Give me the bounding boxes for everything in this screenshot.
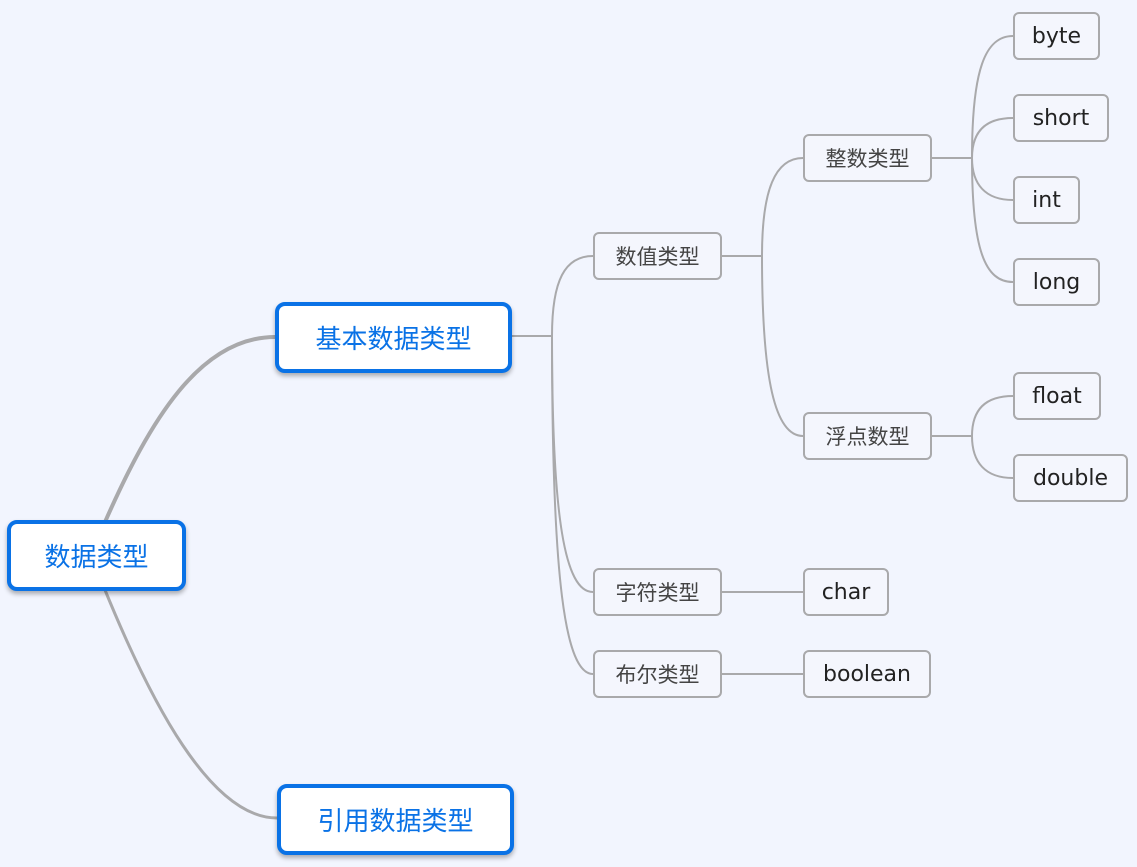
link-integer-byte (971, 35, 1014, 159)
int-node[interactable]: int (1013, 176, 1080, 224)
link-root-reference (103, 589, 278, 820)
character-types-label: 字符类型 (615, 581, 700, 605)
short-label: short (1032, 105, 1090, 131)
short-node[interactable]: short (1013, 94, 1109, 142)
link-floating-double (971, 435, 1014, 479)
char-node[interactable]: char (803, 568, 889, 616)
numeric-types-node[interactable]: 数值类型 (593, 232, 722, 280)
basic-types-label: 基本数据类型 (315, 325, 472, 355)
link-integer-long (971, 157, 1014, 283)
link-integer-short (971, 117, 1014, 159)
byte-node[interactable]: byte (1013, 12, 1100, 60)
link-numeric-floating (761, 255, 804, 437)
boolean-types-label: 布尔类型 (615, 663, 700, 687)
double-label: double (1033, 465, 1108, 491)
floating-types-label: 浮点数型 (825, 425, 910, 449)
link-floating-float (971, 395, 1014, 437)
float-node[interactable]: float (1013, 372, 1101, 420)
integer-types-label: 整数类型 (825, 147, 910, 171)
basic-types-node[interactable]: 基本数据类型 (275, 302, 512, 373)
long-label: long (1032, 269, 1081, 295)
link-basic-boolean (551, 335, 594, 675)
float-label: float (1032, 383, 1082, 409)
int-label: int (1032, 187, 1061, 213)
root-label: 数据类型 (44, 543, 149, 573)
reference-types-node[interactable]: 引用数据类型 (277, 784, 514, 855)
byte-label: byte (1031, 23, 1082, 49)
character-types-node[interactable]: 字符类型 (593, 568, 722, 616)
link-basic-numeric (551, 255, 594, 337)
link-numeric-integer (761, 157, 804, 257)
integer-types-node[interactable]: 整数类型 (803, 134, 932, 182)
char-label: char (821, 579, 871, 605)
long-node[interactable]: long (1013, 258, 1100, 306)
numeric-types-label: 数值类型 (615, 245, 700, 269)
link-integer-int (971, 157, 1014, 201)
boolean-label: boolean (823, 661, 911, 687)
reference-types-label: 引用数据类型 (317, 807, 474, 837)
root-node[interactable]: 数据类型 (7, 520, 186, 591)
link-root-basic (103, 335, 276, 523)
boolean-types-node[interactable]: 布尔类型 (593, 650, 722, 698)
double-node[interactable]: double (1013, 454, 1128, 502)
boolean-node[interactable]: boolean (803, 650, 931, 698)
floating-types-node[interactable]: 浮点数型 (803, 412, 932, 460)
